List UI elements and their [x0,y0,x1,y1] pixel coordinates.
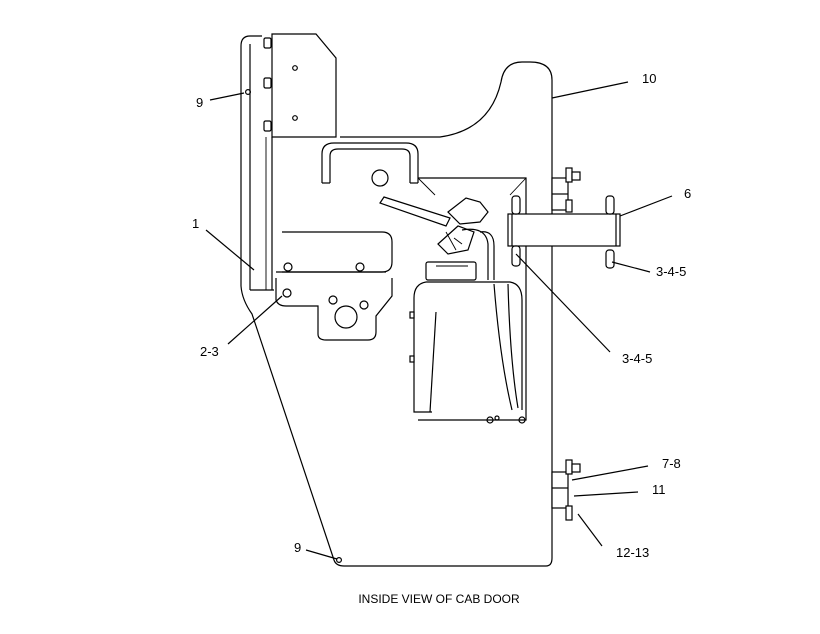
bracket-ring [334,305,358,329]
callout-6: 6 [684,186,691,201]
bracket-bolt [283,262,293,272]
leader-line-1213 [577,513,603,547]
bracket-bolt [282,288,292,298]
latch-link [479,231,495,280]
striker-bolt [605,249,615,269]
lower-bracket-base [275,278,393,341]
callout-9-top: 9 [196,95,203,110]
bracket-bolt [355,262,365,272]
latch-mechanism [437,225,475,255]
callout-10: 10 [642,71,656,86]
callout-3-4-5-right: 3-4-5 [656,264,686,279]
callout-9-bottom: 9 [294,540,301,555]
door-panel-outline [240,35,553,567]
callout-2-3: 2-3 [200,344,219,359]
upper-hinge-plate [271,33,337,138]
diagram-caption: INSIDE VIEW OF CAB DOOR [358,592,520,606]
drain-hole [336,556,343,563]
leader-line-345a [611,261,651,273]
callout-11: 11 [652,482,666,497]
striker-bar [507,213,621,247]
striker-bolt [511,245,521,267]
lower-bracket [282,231,393,273]
latch-housing [418,177,527,421]
callout-1: 1 [192,216,199,231]
grab-handle [321,142,419,183]
leader-line-345b [515,253,611,353]
leader-line-23 [227,295,283,345]
latch-lever-head [447,197,489,225]
leader-line-9b [305,549,338,560]
callout-7-8: 7-8 [662,456,681,471]
latch-lever [379,196,451,227]
bracket-bolt [359,300,369,310]
callout-3-4-5-center: 3-4-5 [622,351,652,366]
plate-hole [292,65,298,71]
hinge-bolt [263,120,272,132]
leader-line-11 [573,491,639,497]
leader-line-9a [209,92,245,101]
grab-handle-inner [329,148,411,183]
leader-line-6 [619,195,673,217]
round-knob [371,169,389,187]
leader-line-1 [205,229,255,271]
leader-line-10 [551,81,629,99]
striker-bolt [511,195,521,215]
leader-line-78 [571,465,649,481]
inner-panel [413,281,432,413]
callout-12-13: 12-13 [616,545,649,560]
latch-link [461,228,489,280]
lower-right-hinge [551,471,569,509]
latch-bracket [425,261,477,281]
hinge-bolt [263,77,272,89]
hinge-bolt [263,37,272,49]
inner-panel [426,281,523,410]
drain-hole [245,88,252,95]
striker-bolt [605,195,615,215]
bracket-bolt [328,295,338,305]
plate-hole [292,115,298,121]
